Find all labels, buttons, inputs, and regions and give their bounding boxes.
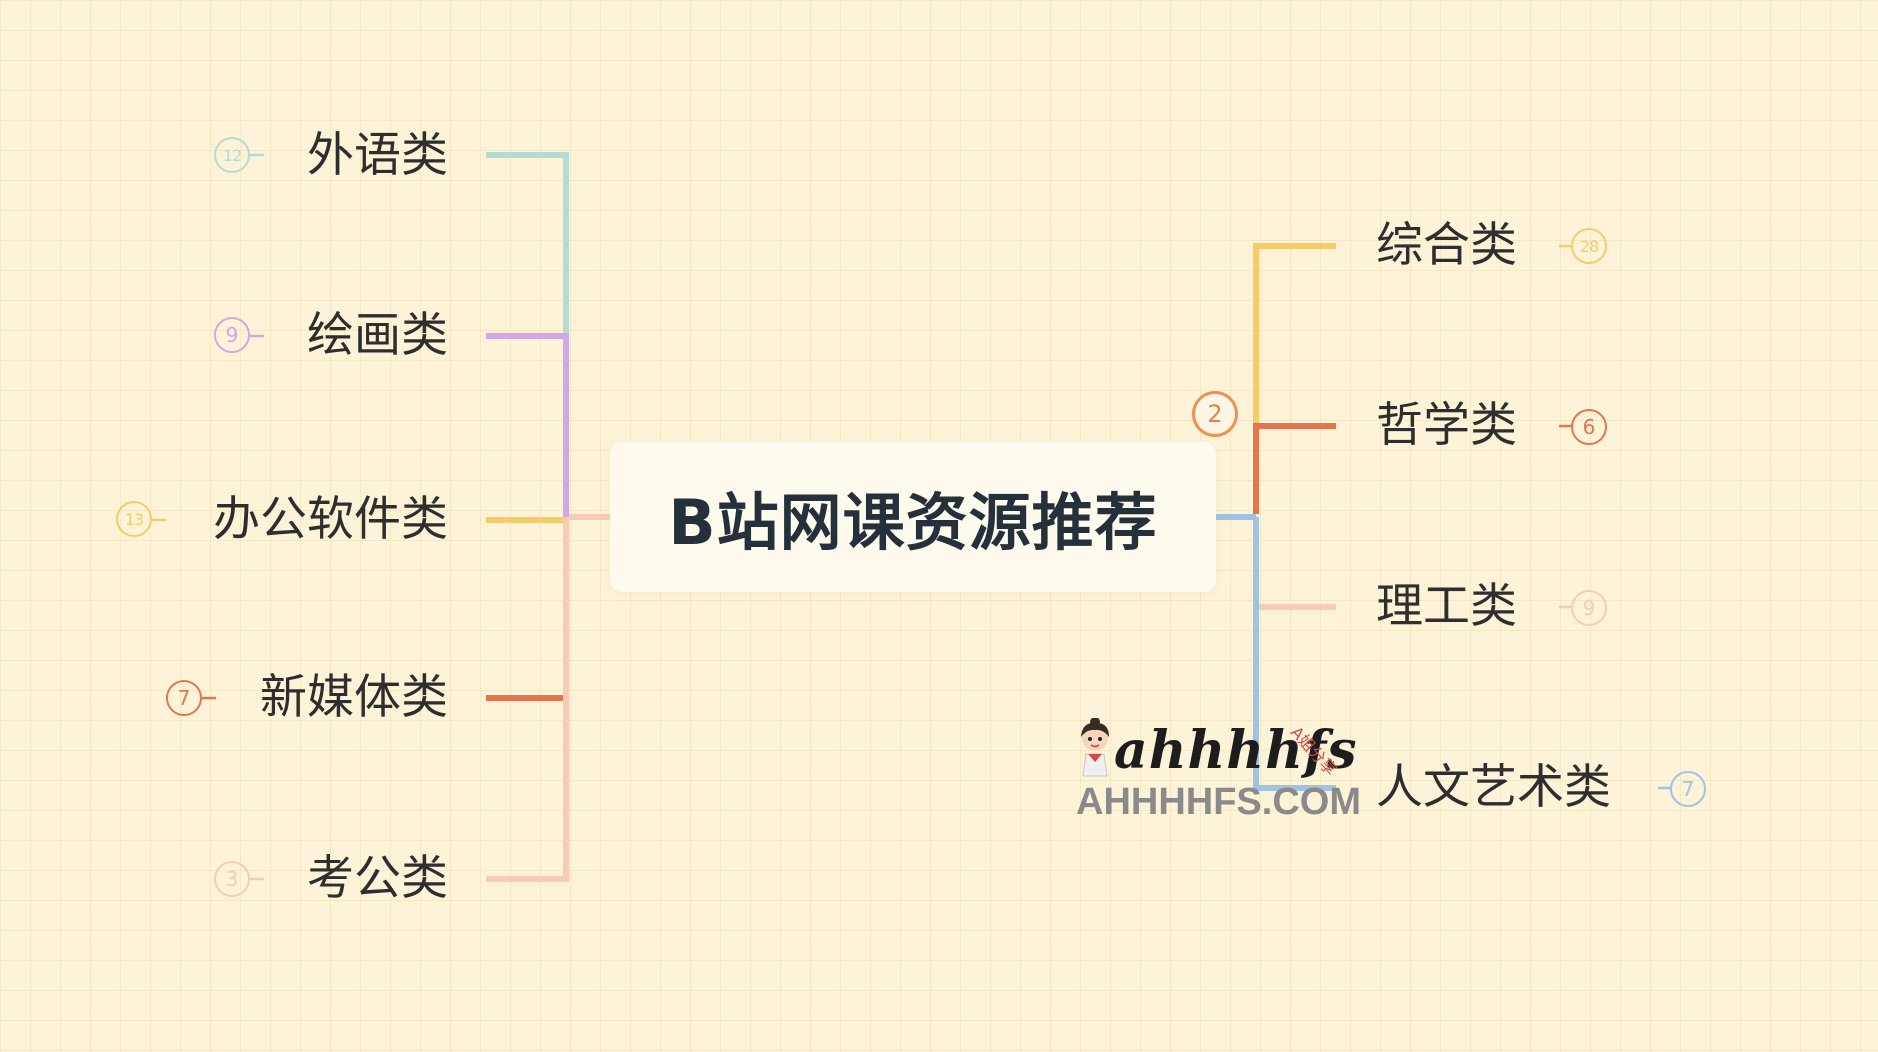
watermark-logo: ahhhhfs A姐分享 AHHHHFS.COM xyxy=(1072,702,1372,832)
watermark-domain: AHHHHFS.COM xyxy=(1076,781,1361,823)
topic-new-media[interactable]: 新媒体类 xyxy=(260,668,448,728)
connector-painting xyxy=(486,333,569,517)
topic-label: 绘画类 xyxy=(307,308,448,363)
subtopic-count-badge[interactable]: 9 xyxy=(214,317,250,353)
topic-philosophy[interactable]: 哲学类 xyxy=(1376,396,1517,456)
subtopic-count-badge[interactable]: 7 xyxy=(1670,771,1706,807)
topic-label: 人文艺术类 xyxy=(1376,760,1611,815)
topic-office-software[interactable]: 办公软件类 xyxy=(213,490,448,550)
connector-comprehensive xyxy=(1253,243,1336,426)
topic-label: 办公软件类 xyxy=(213,492,448,547)
subtopic-count-badge[interactable]: 28 xyxy=(1571,228,1607,264)
subtopic-count-badge[interactable]: 7 xyxy=(166,680,202,716)
subtopic-count-badge[interactable]: 13 xyxy=(116,501,152,537)
watermark-script-text: ahhhhfs xyxy=(1114,720,1358,781)
subtopic-count-badge[interactable]: 3 xyxy=(214,861,250,897)
subtopic-count-badge[interactable]: 6 xyxy=(1571,409,1607,445)
connector-civil-service-exam xyxy=(486,520,569,882)
topic-label: 哲学类 xyxy=(1376,398,1517,453)
connector-foreign-language xyxy=(486,152,569,336)
topic-civil-service-exam[interactable]: 考公类 xyxy=(307,849,448,909)
subtopic-count-badge[interactable]: 9 xyxy=(1571,590,1607,626)
collapse-count-badge[interactable]: 2 xyxy=(1192,391,1238,437)
subtopic-count-badge[interactable]: 12 xyxy=(214,137,250,173)
topic-science-engineering[interactable]: 理工类 xyxy=(1376,577,1517,637)
root-topic[interactable]: B站网课资源推荐 xyxy=(610,442,1216,592)
girl-mascot-icon xyxy=(1081,718,1109,777)
topic-label: 综合类 xyxy=(1376,218,1517,273)
topic-label: 外语类 xyxy=(307,128,448,183)
root-title: B站网课资源推荐 xyxy=(668,486,1158,559)
topic-comprehensive[interactable]: 综合类 xyxy=(1376,216,1517,276)
topic-humanities-arts[interactable]: 人文艺术类 xyxy=(1376,758,1611,818)
topic-label: 考公类 xyxy=(307,851,448,906)
collapse-count: 2 xyxy=(1207,400,1223,428)
connector-humanities-arts xyxy=(1253,517,1336,791)
topic-foreign-language[interactable]: 外语类 xyxy=(307,126,448,186)
topic-label: 理工类 xyxy=(1376,579,1517,634)
connector-philosophy xyxy=(1253,423,1336,514)
topic-painting[interactable]: 绘画类 xyxy=(307,306,448,366)
topic-label: 新媒体类 xyxy=(260,670,448,725)
